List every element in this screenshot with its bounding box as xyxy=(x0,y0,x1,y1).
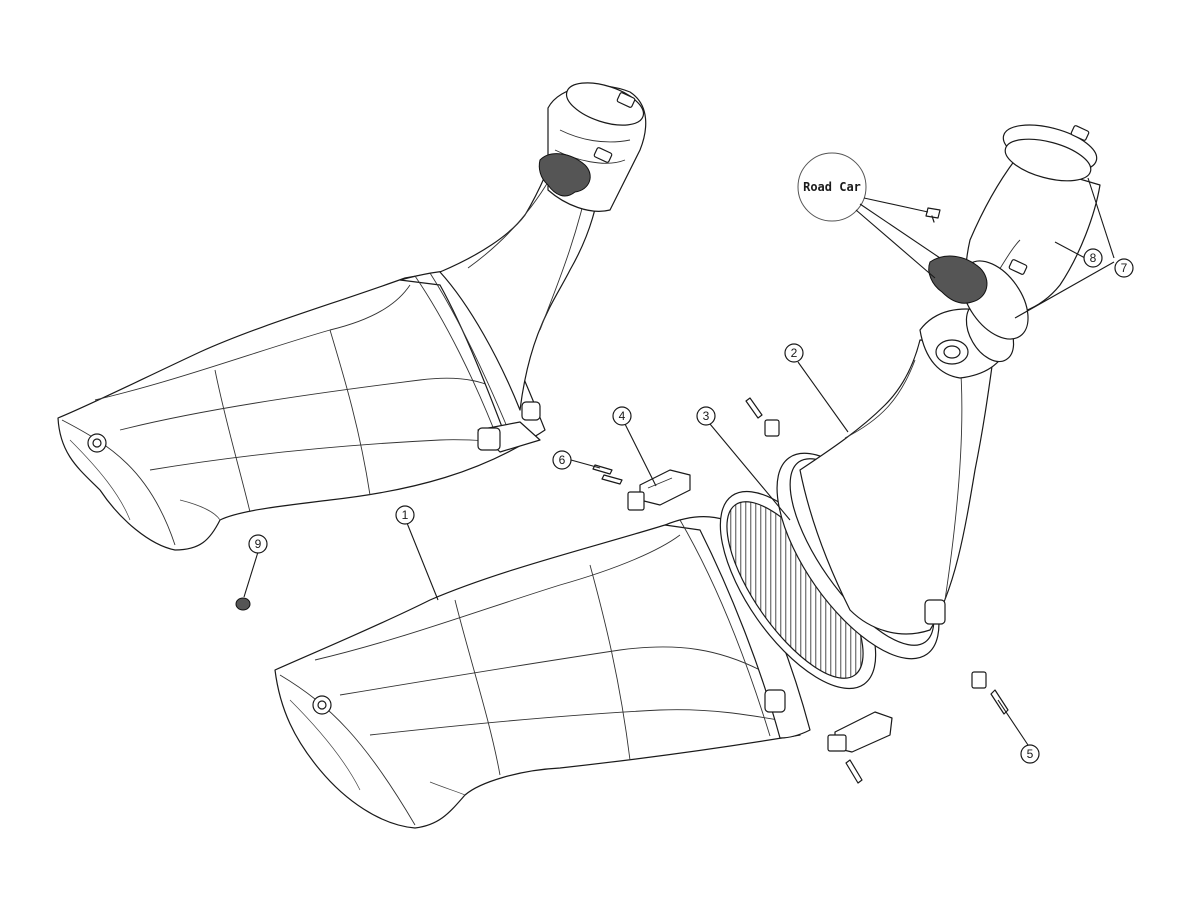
road-car-note: Road Car xyxy=(797,152,941,279)
callout-2-label: 2 xyxy=(791,346,798,360)
inlet-bell xyxy=(928,124,1101,340)
callout-6: 6 xyxy=(552,450,572,470)
callout-2: 2 xyxy=(784,343,804,363)
leader-lines xyxy=(243,177,1115,746)
callout-1: 1 xyxy=(395,505,415,525)
callout-3: 3 xyxy=(696,406,716,426)
screws-6 xyxy=(592,464,623,485)
callout-6-label: 6 xyxy=(559,453,566,467)
bracket-4 xyxy=(627,469,691,511)
upper-intake-duct xyxy=(57,82,647,551)
fastener-9 xyxy=(235,597,251,611)
callout-8: 8 xyxy=(1083,248,1103,268)
callout-8-label: 8 xyxy=(1090,251,1097,265)
callout-3-label: 3 xyxy=(703,409,710,423)
callout-1-label: 1 xyxy=(402,508,409,522)
lower-intake-duct xyxy=(274,516,811,829)
callout-5: 5 xyxy=(1020,744,1040,764)
bracket-screw-top xyxy=(745,397,780,437)
road-car-label: Road Car xyxy=(803,180,861,194)
callout-4-label: 4 xyxy=(619,409,626,423)
bracket-lower xyxy=(827,711,893,784)
callout-7: 7 xyxy=(1114,258,1134,278)
screw-road-car xyxy=(925,207,941,223)
callout-7-label: 7 xyxy=(1121,261,1128,275)
callout-5-label: 5 xyxy=(1027,747,1034,761)
callout-4: 4 xyxy=(612,406,632,426)
mesh-filter xyxy=(719,490,877,690)
callout-9-label: 9 xyxy=(255,537,262,551)
callout-9: 9 xyxy=(248,534,268,554)
